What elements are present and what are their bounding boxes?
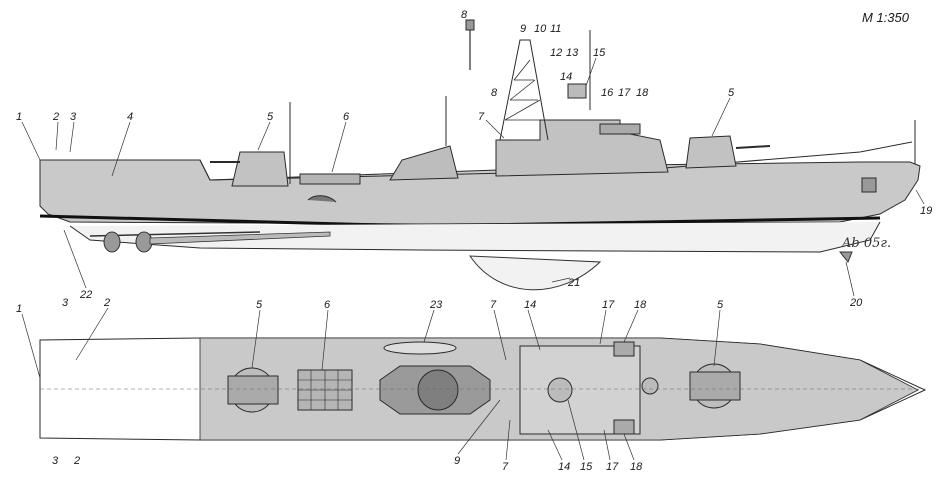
launcher: [299, 173, 361, 185]
label-10: 10: [534, 23, 547, 35]
label-18: 18: [636, 87, 649, 99]
underwater-hull: [69, 221, 881, 253]
plan-label-2-bottom: 2: [73, 455, 80, 467]
label-19: 19: [920, 205, 932, 217]
label-2: 2: [52, 111, 59, 123]
plan-label-23: 23: [429, 299, 443, 311]
plan-label-17-bottom: 17: [606, 461, 619, 473]
antenna-top: [465, 19, 475, 31]
radar: [567, 83, 587, 99]
superstructure: [495, 119, 669, 177]
plan-label-17: 17: [602, 299, 615, 311]
unit-18-bottom: [613, 419, 635, 435]
plan-label-7-bottom: 7: [502, 461, 509, 473]
deckhouse-mid: [389, 145, 459, 181]
plan-label-3: 3: [62, 297, 69, 309]
label-21: 21: [567, 277, 580, 289]
label-11: 11: [550, 23, 561, 35]
keel-fin: [469, 255, 602, 291]
label-16: 16: [601, 87, 614, 99]
label-20: 20: [849, 297, 863, 309]
funnel-plan: [417, 369, 459, 411]
leader-lines: [21, 57, 925, 297]
label-17: 17: [618, 87, 631, 99]
shaft-bracket: [149, 231, 331, 245]
director-plan: [641, 377, 659, 395]
bridge: [599, 123, 641, 135]
plan-label-9: 9: [454, 455, 460, 467]
plan-label-14: 14: [524, 299, 536, 311]
plan-label-18-bottom: 18: [630, 461, 643, 473]
aft-turret-housing: [227, 375, 279, 405]
plan-leader-lines: [21, 307, 721, 461]
unit-18-top: [613, 341, 635, 357]
plan-label-2: 2: [103, 297, 110, 309]
plan-label-14-bottom: 14: [558, 461, 570, 473]
signature: Ab 05г.: [841, 236, 891, 251]
label-9: 9: [520, 23, 526, 35]
launcher-grid: [298, 370, 352, 410]
lattice-mast: [499, 39, 549, 141]
label-8: 8: [491, 87, 498, 99]
label-4: 4: [127, 111, 133, 123]
aft-gun-turret: [231, 151, 289, 187]
forward-turret-housing: [689, 371, 741, 401]
label-12: 12: [550, 47, 562, 59]
plan-label-1: 1: [16, 303, 22, 315]
plan-label-15: 15: [580, 461, 593, 473]
label-15: 15: [593, 47, 606, 59]
plan-view: 1 3 2 5 6 23 7 14 17 18 5 3 2 9 7 14 15 …: [16, 297, 927, 473]
side-view: 1 2 3 4 5 6 7 8 8 9 10 11 12 13 14 15 16…: [16, 9, 932, 309]
label-8-top: 8: [461, 9, 468, 21]
gun-barrel: [735, 145, 771, 149]
label-14: 14: [560, 71, 572, 83]
bow-emblem: [861, 177, 877, 193]
propeller: [103, 231, 121, 253]
plan-label-5: 5: [256, 299, 263, 311]
plan-label-5-fwd: 5: [717, 299, 724, 311]
label-1: 1: [16, 111, 22, 123]
plan-label-7: 7: [490, 299, 497, 311]
scale-label: M 1:350: [862, 10, 910, 25]
label-7: 7: [478, 111, 485, 123]
anchor-mark: [307, 195, 337, 203]
plan-label-6: 6: [324, 299, 331, 311]
boat: [383, 341, 457, 355]
superstructure-plan: [519, 345, 641, 435]
forward-gun-turret: [685, 135, 737, 169]
mast-base-plan: [547, 377, 573, 403]
label-22: 22: [79, 289, 92, 301]
mast-braces: [504, 59, 545, 121]
plan-label-3-bottom: 3: [52, 455, 59, 467]
label-5-fwd: 5: [728, 87, 735, 99]
label-5: 5: [267, 111, 274, 123]
plan-label-18: 18: [634, 299, 647, 311]
label-13: 13: [566, 47, 579, 59]
label-3: 3: [70, 111, 77, 123]
bow-sonar: [838, 251, 853, 263]
label-6: 6: [343, 111, 350, 123]
hull-side: [39, 159, 921, 225]
